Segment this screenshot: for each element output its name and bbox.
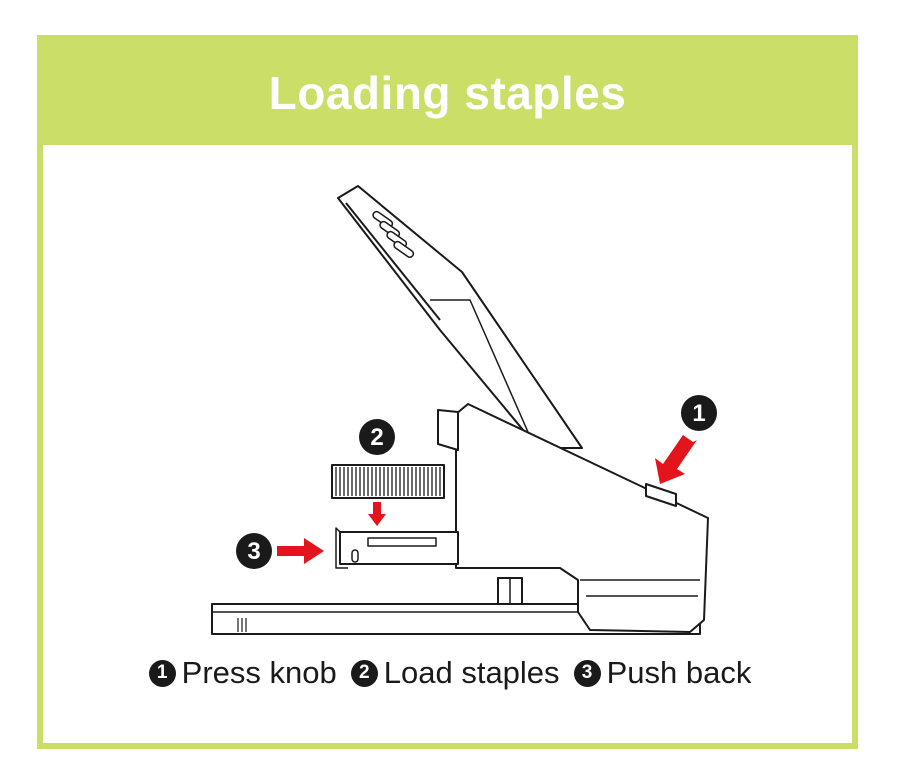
callout-3: 3 [236, 533, 272, 569]
svg-text:1: 1 [692, 400, 705, 427]
header-banner: Loading staples [37, 35, 858, 145]
step-label: Load staples [383, 655, 560, 690]
red-arrow-icon [368, 502, 386, 526]
svg-text:2: 2 [370, 424, 383, 451]
step-1: 1 Press knob [148, 655, 337, 691]
red-arrow-icon [655, 435, 697, 484]
callout-1: 1 [681, 395, 717, 431]
step-2: 2 Load staples [350, 655, 560, 691]
release-knob [645, 483, 677, 507]
step-label: Push back [606, 655, 752, 690]
numbered-circle-icon: 3 [573, 659, 601, 687]
stapler-body [455, 403, 709, 633]
numbered-circle-icon: 1 [148, 659, 176, 687]
stapler-lever [337, 185, 583, 449]
staple-strip-ridges [335, 467, 441, 496]
grip-slots [372, 210, 415, 258]
step-label: Press knob [181, 655, 337, 690]
green-frame: Loading staples [37, 35, 858, 749]
red-arrow-icon [277, 538, 324, 564]
step-3: 3 Push back [573, 655, 752, 691]
steps-caption: 1 Press knob 2 Load staples 3 Push back [0, 648, 900, 698]
callout-2: 2 [359, 419, 395, 455]
numbered-circle-icon: 2 [350, 659, 378, 687]
svg-text:3: 3 [247, 538, 260, 565]
page-title: Loading staples [268, 67, 627, 119]
